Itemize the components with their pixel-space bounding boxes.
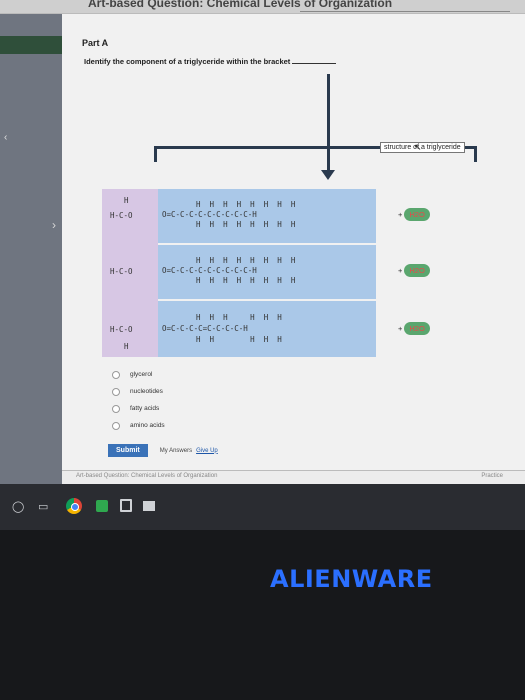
choice-fatty-acids[interactable]: fatty acids	[112, 400, 165, 417]
chain-1-top: H H H H H H H H	[196, 200, 296, 209]
chain-3-top: H H H H H H	[196, 313, 282, 322]
next-chevron-icon[interactable]: ›	[52, 218, 56, 232]
answer-blank	[292, 58, 337, 64]
fatty-acid-band-3	[158, 301, 376, 357]
task-view-icon[interactable]: ▭	[38, 501, 49, 513]
submit-button[interactable]: Submit	[108, 444, 148, 457]
plus-sign: +	[398, 210, 403, 219]
brand-logo: ALIENWARE	[270, 565, 433, 593]
answer-choices: glycerol nucleotides fatty acids amino a…	[112, 366, 165, 434]
water-molecule-3: H2O	[404, 322, 430, 335]
bracket-top	[154, 146, 477, 149]
glycerol-h-top: H	[124, 196, 129, 205]
chain-2-bot: H H H H H H H H	[196, 276, 296, 285]
sidebar-collapse-icon[interactable]: ‹	[4, 132, 8, 143]
question-prompt: Identify the component of a triglyceride…	[84, 57, 291, 66]
green-app-icon[interactable]	[96, 500, 108, 512]
mouse-cursor-icon: ↖	[414, 142, 422, 152]
sidebar-header-bar	[0, 36, 62, 54]
glycerol-row-2: H-C-O	[110, 267, 133, 276]
choice-glycerol[interactable]: glycerol	[112, 366, 165, 383]
part-label: Part A	[82, 38, 109, 48]
choice-amino-acids[interactable]: amino acids	[112, 417, 165, 434]
water-molecule-2: H2O	[404, 264, 430, 277]
radio-button[interactable]	[112, 404, 120, 413]
chain-2-mid: O=C-C-C-C-C-C-C-C-C-H	[162, 266, 257, 275]
prev-item-link[interactable]: Art-based Question: Chemical Levels of O…	[76, 473, 218, 479]
glycerol-row-1: H-C-O	[110, 211, 133, 220]
left-sidebar: ‹ ›	[0, 14, 62, 484]
chain-3-bot: H H H H H	[196, 335, 282, 344]
radio-button[interactable]	[112, 387, 120, 396]
fatty-acid-band-1	[158, 189, 376, 243]
water-molecule-1: H2O	[404, 208, 430, 221]
pointer-line	[327, 74, 330, 174]
chrome-icon[interactable]	[66, 498, 82, 514]
title-rule	[300, 11, 510, 12]
choice-nucleotides[interactable]: nucleotides	[112, 383, 165, 400]
glycerol-h-bottom: H	[124, 342, 129, 351]
question-panel: Part A Identify the component of a trigl…	[62, 14, 525, 484]
monitor-screen: Art-based Question: Chemical Levels of O…	[0, 0, 525, 530]
chain-1-mid: O=C-C-C-C-C-C-C-C-C-H	[162, 210, 257, 219]
water-3: +H2O	[398, 322, 430, 335]
glycerol-row-3: H-C-O	[110, 325, 133, 334]
structure-label: structure of a triglyceride	[380, 142, 465, 153]
water-2: +H2O	[398, 264, 430, 277]
triglyceride-diagram: structure of a triglyceride ↖ H H-C-O H-…	[98, 74, 518, 364]
question-text: Identify the component of a triglyceride…	[84, 57, 337, 66]
give-up-link[interactable]: Give Up	[196, 447, 218, 454]
radio-button[interactable]	[112, 370, 120, 379]
choice-label: glycerol	[130, 371, 153, 378]
mail-icon[interactable]	[143, 501, 155, 511]
taskbar: ◯ ▭	[0, 484, 525, 530]
bottom-navigation: Art-based Question: Chemical Levels of O…	[62, 470, 525, 484]
bracket-left	[154, 146, 157, 162]
next-item-link[interactable]: Practice	[481, 473, 503, 479]
monitor-bezel	[0, 530, 525, 700]
radio-button[interactable]	[112, 421, 120, 430]
my-answers-link[interactable]: My Answers	[159, 447, 193, 454]
choice-label: fatty acids	[130, 405, 160, 412]
chain-1-bot: H H H H H H H H	[196, 220, 296, 229]
choice-label: nucleotides	[130, 388, 163, 395]
chain-2-top: H H H H H H H H	[196, 256, 296, 265]
chain-3-mid: O=C-C-C-C=C-C-C-C-H	[162, 324, 248, 333]
choice-label: amino acids	[130, 422, 165, 429]
store-icon[interactable]	[120, 499, 132, 512]
plus-sign: +	[398, 324, 403, 333]
water-1: +H2O	[398, 208, 430, 221]
glycerol-region	[102, 189, 158, 357]
action-row: Submit My Answers Give Up	[108, 444, 218, 457]
plus-sign: +	[398, 266, 403, 275]
pointer-arrow-icon	[321, 170, 335, 180]
fatty-acid-band-2	[158, 245, 376, 299]
page-title: Art-based Question: Chemical Levels of O…	[88, 0, 393, 10]
page-header: Art-based Question: Chemical Levels of O…	[0, 0, 525, 14]
windows-start-icon[interactable]: ◯	[12, 501, 25, 513]
bracket-right	[474, 146, 477, 162]
